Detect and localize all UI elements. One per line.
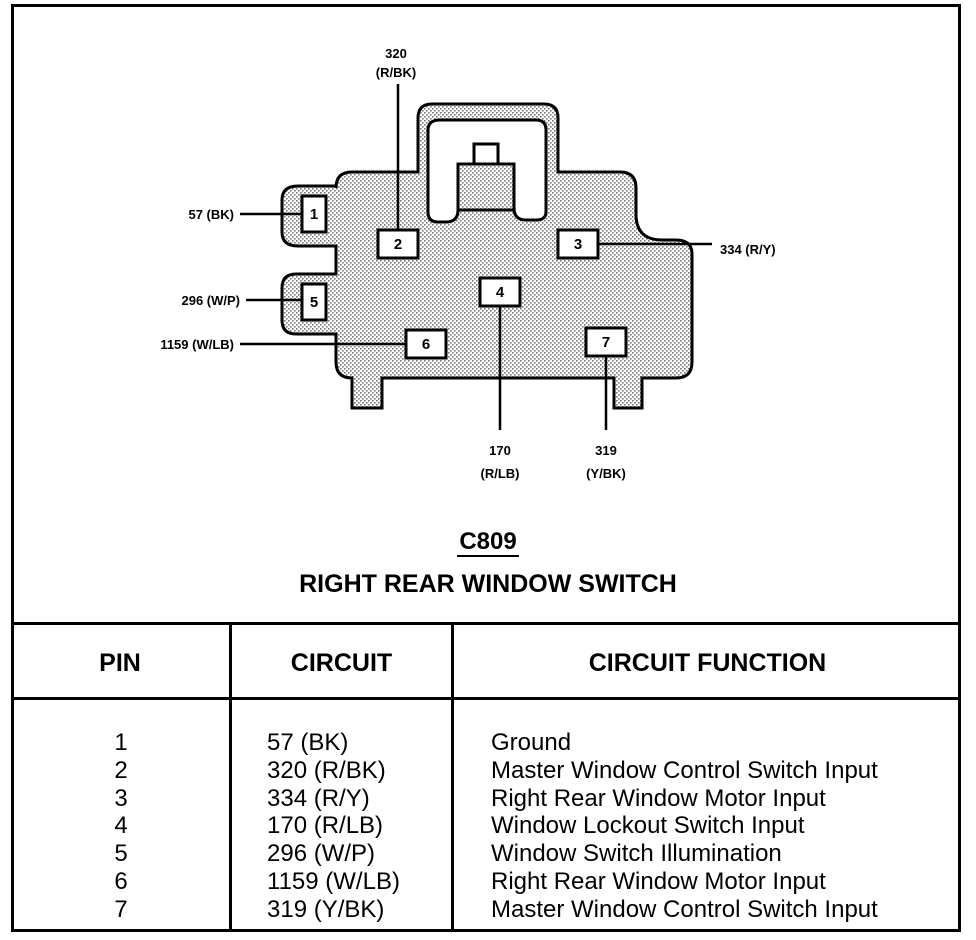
pin-cavity-2: 2 [376,228,420,260]
table-cell-circuit: 320 (R/BK) [267,756,386,784]
svg-text:7: 7 [602,334,610,351]
connector-diagram: 1 2 3 4 5 6 7 57 (BK) 320 (R/BK) 334 (R/… [160,46,776,481]
table-cell-circuit: 57 (BK) [267,729,349,756]
table-cell-pin: 2 [114,756,128,784]
connector-key-tab [472,142,500,166]
table-cell-circuit: 334 (R/Y) [267,784,370,812]
connector-key [456,162,516,212]
wire-label-170-bottom: (R/LB) [481,466,520,481]
wire-label-320-bottom: (R/BK) [376,65,416,80]
pin-cavity-6: 6 [404,328,448,360]
header-divider [11,697,961,700]
table-cell-pin: 5 [114,840,128,868]
pin-cavity-1: 1 [300,194,328,234]
pin-cavity-7: 7 [584,326,628,358]
table-cell-pin: 1 [114,729,128,756]
table-cell-function: Right Rear Window Motor Input [491,784,826,812]
table-cell-pin: 4 [114,812,128,840]
header-pin: PIN [99,649,141,677]
connector-id: C809 [457,528,519,557]
table-cell-circuit: 296 (W/P) [267,840,376,868]
circuit-column: 57 (BK) 320 (R/BK) 334 (R/Y) 170 (R/LB) … [267,729,457,924]
pin-cavity-4: 4 [478,276,522,308]
pin-cavity-5: 5 [300,282,328,322]
svg-text:4: 4 [496,284,505,301]
wire-label-296: 296 (W/P) [181,293,240,308]
table-cell-function: Master Window Control Switch Input [491,895,878,923]
pin-column: 1 2 3 4 5 6 7 [11,729,231,924]
table-cell-pin: 7 [114,895,128,923]
wire-label-319-bottom: (Y/BK) [586,466,626,481]
header-circuit: CIRCUIT [290,649,393,677]
table-cell-pin: 6 [114,867,128,895]
svg-text:6: 6 [422,336,430,353]
table-cell-circuit: 319 (Y/BK) [267,895,385,923]
table-cell-circuit: 170 (R/LB) [267,812,384,840]
wire-label-170-top: 170 [489,443,511,458]
table-cell-function: Window Switch Illumination [491,840,782,868]
table-cell-circuit: 1159 (W/LB) [267,867,400,895]
column-divider [451,625,454,932]
wire-label-334: 334 (R/Y) [720,242,776,257]
wire-label-319-top: 319 [595,443,617,458]
svg-text:3: 3 [574,236,582,253]
table-cell-function: Right Rear Window Motor Input [491,867,826,895]
table-cell-pin: 3 [114,784,128,812]
table-cell-function: Ground [491,729,572,756]
svg-text:1: 1 [310,206,318,223]
table-cell-function: Window Lockout Switch Input [491,812,805,840]
svg-text:5: 5 [310,294,318,311]
column-divider [229,625,232,932]
wire-label-57: 57 (BK) [188,207,234,222]
pin-cavity-3: 3 [556,228,600,260]
svg-text:2: 2 [394,236,402,253]
wire-label-320-top: 320 [385,46,407,61]
connector-name: RIGHT REAR WINDOW SWITCH [299,570,677,598]
table-cell-function: Master Window Control Switch Input [491,756,878,784]
pin-table: PIN CIRCUIT CIRCUIT FUNCTION 1 2 3 4 5 6… [11,622,961,932]
wire-label-1159: 1159 (W/LB) [160,337,234,352]
function-column: Ground Master Window Control Switch Inpu… [491,729,959,924]
header-circuit-function: CIRCUIT FUNCTION [588,649,827,677]
